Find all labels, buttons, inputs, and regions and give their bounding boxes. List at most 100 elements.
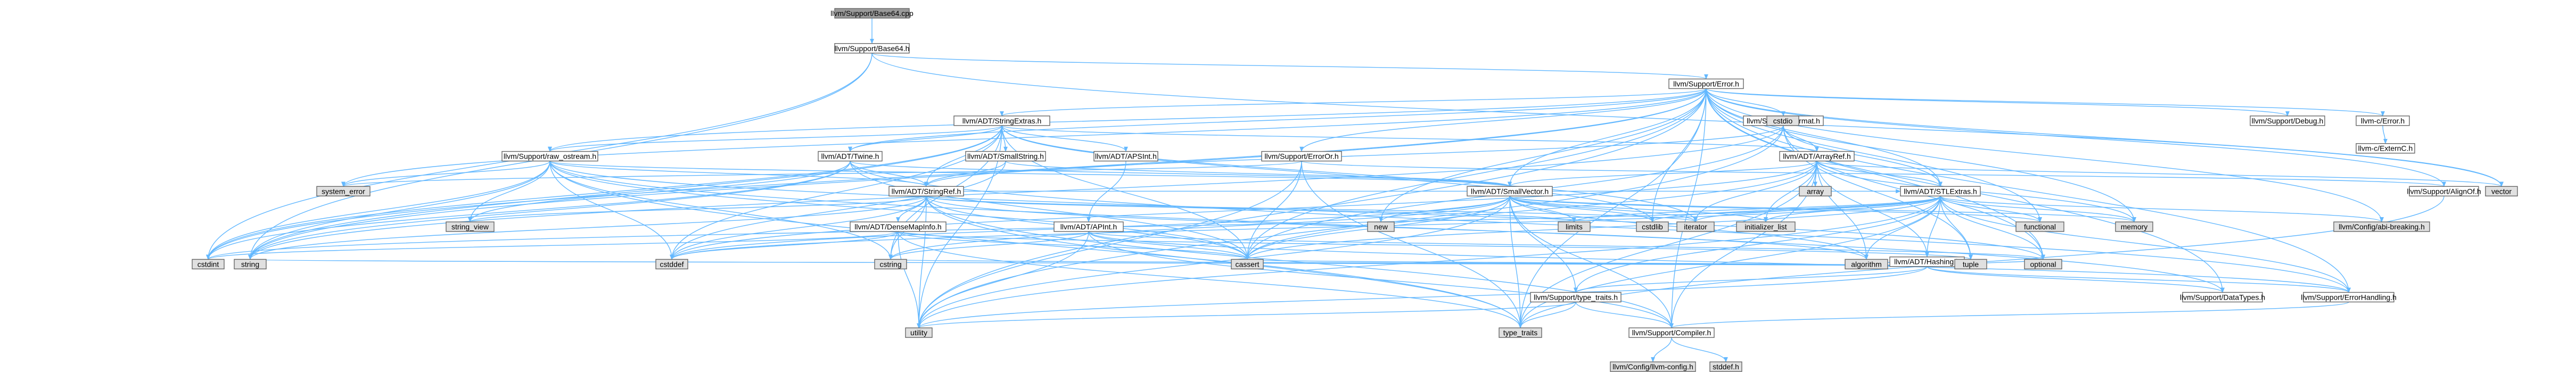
- edge-typetraits-to-utility: [917, 301, 1576, 329]
- node-algorithm: algorithm: [1845, 259, 1888, 270]
- node-box: [1610, 361, 1696, 372]
- node-tuple: tuple: [1954, 259, 1987, 270]
- edge-stringextras-to-cstddef: [670, 125, 1002, 260]
- edge-rawostream-to-cassert: [549, 161, 1249, 260]
- node-smallstring[interactable]: llvm/ADT/SmallString.h: [965, 151, 1046, 162]
- edge-errorh-to-memory: [1706, 88, 2136, 222]
- node-twine[interactable]: llvm/ADT/Twine.h: [818, 151, 883, 162]
- edge-rawostream-to-smallvector: [549, 160, 1512, 187]
- node-debugh[interactable]: llvm/Support/Debug.h: [2250, 115, 2325, 126]
- edge-smallvector-to-typetraitsstd: [1509, 196, 1522, 329]
- edge-erroror-to-utility: [917, 161, 1302, 329]
- node-box: [1676, 221, 1715, 232]
- node-label: llvm/Support/DataTypes.h: [2180, 293, 2265, 301]
- node-hashing[interactable]: llvm/ADT/Hashing.h: [1889, 257, 1965, 267]
- edge-errorh-to-string: [248, 88, 1707, 260]
- edge-stlextras-to-initlist: [1764, 195, 1941, 222]
- edge-errorh-to-utility: [917, 88, 1707, 329]
- node-llvmcerror[interactable]: llvm-c/Error.h: [2356, 115, 2410, 126]
- node-errorhandling[interactable]: llvm/Support/ErrorHandling.h: [2301, 292, 2397, 303]
- node-llvmconfig: llvm/Config/llvm-config.h: [1610, 361, 1696, 372]
- edge-stringextras-to-apsint: [1001, 125, 1128, 152]
- node-box: [2356, 115, 2410, 126]
- node-box: [850, 221, 947, 232]
- node-box: [2356, 143, 2415, 154]
- edge-rawostream-to-cstddef: [549, 161, 674, 260]
- node-box: [2333, 221, 2430, 232]
- node-arrayref[interactable]: llvm/ADT/ArrayRef.h: [1779, 151, 1855, 162]
- node-label: llvm/Config/abi-breaking.h: [2339, 222, 2425, 231]
- node-box: [1709, 361, 1742, 372]
- node-iterator: iterator: [1676, 221, 1715, 232]
- node-label: array: [1807, 187, 1824, 195]
- node-label: llvm/ADT/ArrayRef.h: [1783, 152, 1851, 161]
- edge-twine-to-stringview: [468, 161, 851, 222]
- node-stlextras[interactable]: llvm/ADT/STLExtras.h: [1900, 186, 1981, 197]
- edge-stlextras-to-typetraits: [1574, 196, 1941, 293]
- edge-errorh-to-systemerror: [341, 88, 1707, 187]
- node-box: [1799, 186, 1832, 197]
- node-box: [2303, 292, 2394, 303]
- node-datatypes[interactable]: llvm/Support/DataTypes.h: [2180, 292, 2265, 303]
- node-label: llvm-c/ExternC.h: [2358, 144, 2413, 153]
- node-array: array: [1799, 186, 1832, 197]
- node-box: [192, 259, 225, 270]
- node-label: llvm/ADT/APSInt.h: [1095, 152, 1157, 161]
- edge-formath-to-tuple: [1783, 125, 1973, 260]
- node-compiler[interactable]: llvm/Support/Compiler.h: [1628, 327, 1715, 338]
- node-box: [834, 8, 910, 19]
- node-aligno[interactable]: llvm/Support/AlignOf.h: [2407, 186, 2481, 197]
- node-stringextras[interactable]: llvm/ADT/StringExtras.h: [953, 115, 1050, 126]
- edge-stlextras-to-tuple: [1940, 196, 1973, 260]
- node-label: optional: [2030, 260, 2056, 268]
- edge-errorh-to-erroror: [1299, 88, 1707, 152]
- node-apsint[interactable]: llvm/ADT/APSInt.h: [1093, 151, 1158, 162]
- node-rawostream[interactable]: llvm/Support/raw_ostream.h: [501, 151, 598, 162]
- edge-stlextras-to-cstdlib: [1650, 195, 1941, 222]
- node-erroror[interactable]: llvm/Support/ErrorOr.h: [1261, 151, 1342, 162]
- node-label: llvm/ADT/Hashing.h: [1894, 258, 1960, 266]
- node-label: llvm/ADT/StringRef.h: [892, 187, 961, 195]
- node-label: iterator: [1684, 222, 1707, 231]
- node-box: [1628, 327, 1715, 338]
- edge-smallstring-to-cstddef: [670, 161, 1006, 260]
- node-densemapinfo[interactable]: llvm/ADT/DenseMapInfo.h: [850, 221, 947, 232]
- node-base64cpp[interactable]: llvm/Support/Base64.cpp: [830, 8, 913, 19]
- edge-apint-to-errorhandling: [1088, 231, 2351, 293]
- edge-formath-to-stringref: [924, 125, 1784, 187]
- node-cstdio: cstdio: [1766, 115, 1799, 126]
- edge-errorh-to-compiler: [1669, 88, 1707, 329]
- node-typetraits[interactable]: llvm/Support/type_traits.h: [1530, 292, 1622, 303]
- edge-stringref-to-stringview: [468, 195, 927, 222]
- node-apint[interactable]: llvm/ADT/APInt.h: [1054, 221, 1124, 232]
- node-box: [834, 43, 910, 54]
- edge-errorh-to-smallvector: [1508, 88, 1707, 187]
- edge-errorhandling-to-compiler: [1669, 301, 2349, 329]
- node-label: stddef.h: [1713, 362, 1739, 371]
- node-base64h[interactable]: llvm/Support/Base64.h: [834, 43, 910, 54]
- node-stringref[interactable]: llvm/ADT/StringRef.h: [888, 186, 964, 197]
- node-externc[interactable]: llvm-c/ExternC.h: [2356, 143, 2415, 154]
- edge-errorh-to-typetraitsstd: [1518, 88, 1707, 329]
- node-smallvector[interactable]: llvm/ADT/SmallVector.h: [1467, 186, 1553, 197]
- node-box: [874, 259, 907, 270]
- node-box: [1093, 151, 1158, 162]
- edge-twine-to-smallvector: [850, 160, 1512, 187]
- edge-erroror-to-typetraitsstd: [1301, 161, 1522, 329]
- node-typetraitsstd: type_traits: [1499, 327, 1542, 338]
- edge-twine-to-stringref: [850, 161, 928, 187]
- node-label: llvm/Support/AlignOf.h: [2407, 187, 2481, 195]
- node-box: [1530, 292, 1622, 303]
- node-new: new: [1367, 221, 1395, 232]
- edge-stlextras-to-memory: [1940, 195, 2136, 222]
- edge-arrayref-to-stlextras: [1816, 161, 1943, 187]
- node-box: [1736, 221, 1796, 232]
- node-box: [1499, 327, 1542, 338]
- node-label: new: [1374, 222, 1388, 231]
- edge-errorh-to-rawostream: [548, 88, 1707, 152]
- node-box: [655, 259, 688, 270]
- edge-densemapinfo-to-utility: [898, 231, 921, 329]
- node-errorh[interactable]: llvm/Support/Error.h: [1668, 78, 1744, 89]
- node-box: [1900, 186, 1981, 197]
- edge-twine-to-cassert: [850, 161, 1249, 260]
